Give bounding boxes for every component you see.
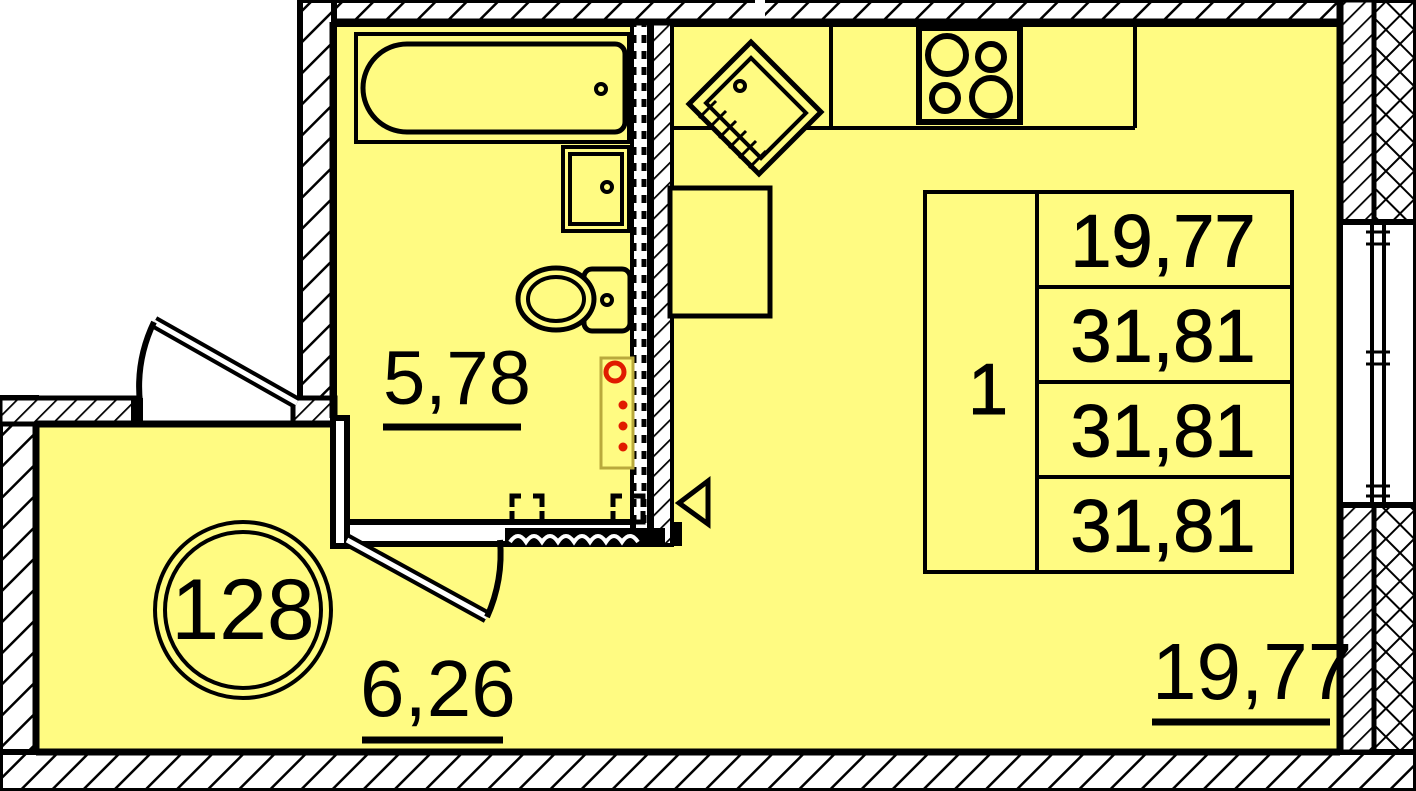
right-wall-window [1337, 219, 1416, 508]
bathroom-walls [330, 415, 665, 549]
bathroom-door-icon [343, 534, 504, 623]
wall-bathroom-west [297, 0, 337, 421]
wall-entry-jamb [290, 395, 338, 427]
wall-outlines [32, 18, 1340, 756]
summary-value-2: 31,81 [1070, 295, 1255, 378]
wall-bathroom-west-lower [330, 415, 350, 549]
cooktop-icon [916, 25, 1023, 125]
shaft-bracket-right [610, 493, 646, 525]
kitchen-counter-icon [667, 185, 773, 319]
riser-dot-1 [618, 400, 628, 410]
area-label-bathroom: 5,78 [383, 336, 531, 431]
wall-bottom-exterior [0, 749, 1416, 791]
bathroom-fixtures [354, 32, 633, 334]
riser-circle-marker [603, 360, 627, 384]
summary-value-3: 31,81 [1070, 390, 1255, 473]
threshold-wave [508, 534, 640, 546]
badge-outer-circle [153, 520, 333, 700]
summary-value-4: 31,81 [1070, 485, 1255, 568]
shaft-brackets [509, 493, 646, 525]
area-label-kitchen: 19,77 [1152, 627, 1352, 726]
sink-drainboard-ridges [697, 99, 768, 170]
bathtub-icon [354, 32, 631, 144]
kitchen-fittings [667, 22, 1137, 319]
kitchen-sink-icon [685, 38, 825, 178]
kitchen-divider [672, 522, 682, 546]
wall-right-lower-inner [1337, 502, 1377, 755]
wall-vestibule-top [0, 395, 138, 427]
summary-rooms-count: 1 [968, 350, 1008, 430]
badge-inner-circle [163, 530, 323, 690]
summary-table: 1 19,77 31,81 31,81 31,81 [923, 190, 1294, 574]
wall-top-break [755, 0, 765, 24]
wall-right-upper-inner [1337, 0, 1377, 225]
area-label-living-text: 6,26 [360, 644, 516, 733]
area-label-bathroom-text: 5,78 [383, 336, 531, 421]
partition-block-layer [630, 20, 651, 547]
entry-direction-triangle-icon [674, 475, 711, 529]
room-area-labels: 5,78 6,26 19,77 [360, 336, 1352, 744]
riser-dot-2 [618, 421, 628, 431]
area-label-living: 6,26 [360, 644, 516, 744]
summary-value-1: 19,77 [1070, 200, 1255, 283]
partition-shaft [630, 20, 674, 547]
plumbing-riser [599, 356, 635, 470]
shaft-bracket-left [509, 493, 545, 525]
toilet-icon [515, 265, 633, 334]
riser-dot-3 [618, 442, 628, 452]
doors [131, 316, 504, 623]
wall-left-exterior [0, 395, 39, 791]
area-label-kitchen-text: 19,77 [1152, 627, 1352, 716]
floor-fill-living [36, 424, 1340, 752]
apartment-number-badge: 128 [153, 520, 333, 700]
apartment-number-text: 128 [171, 562, 315, 658]
entrance-door-icon [131, 316, 301, 424]
washbasin-icon [561, 145, 631, 233]
